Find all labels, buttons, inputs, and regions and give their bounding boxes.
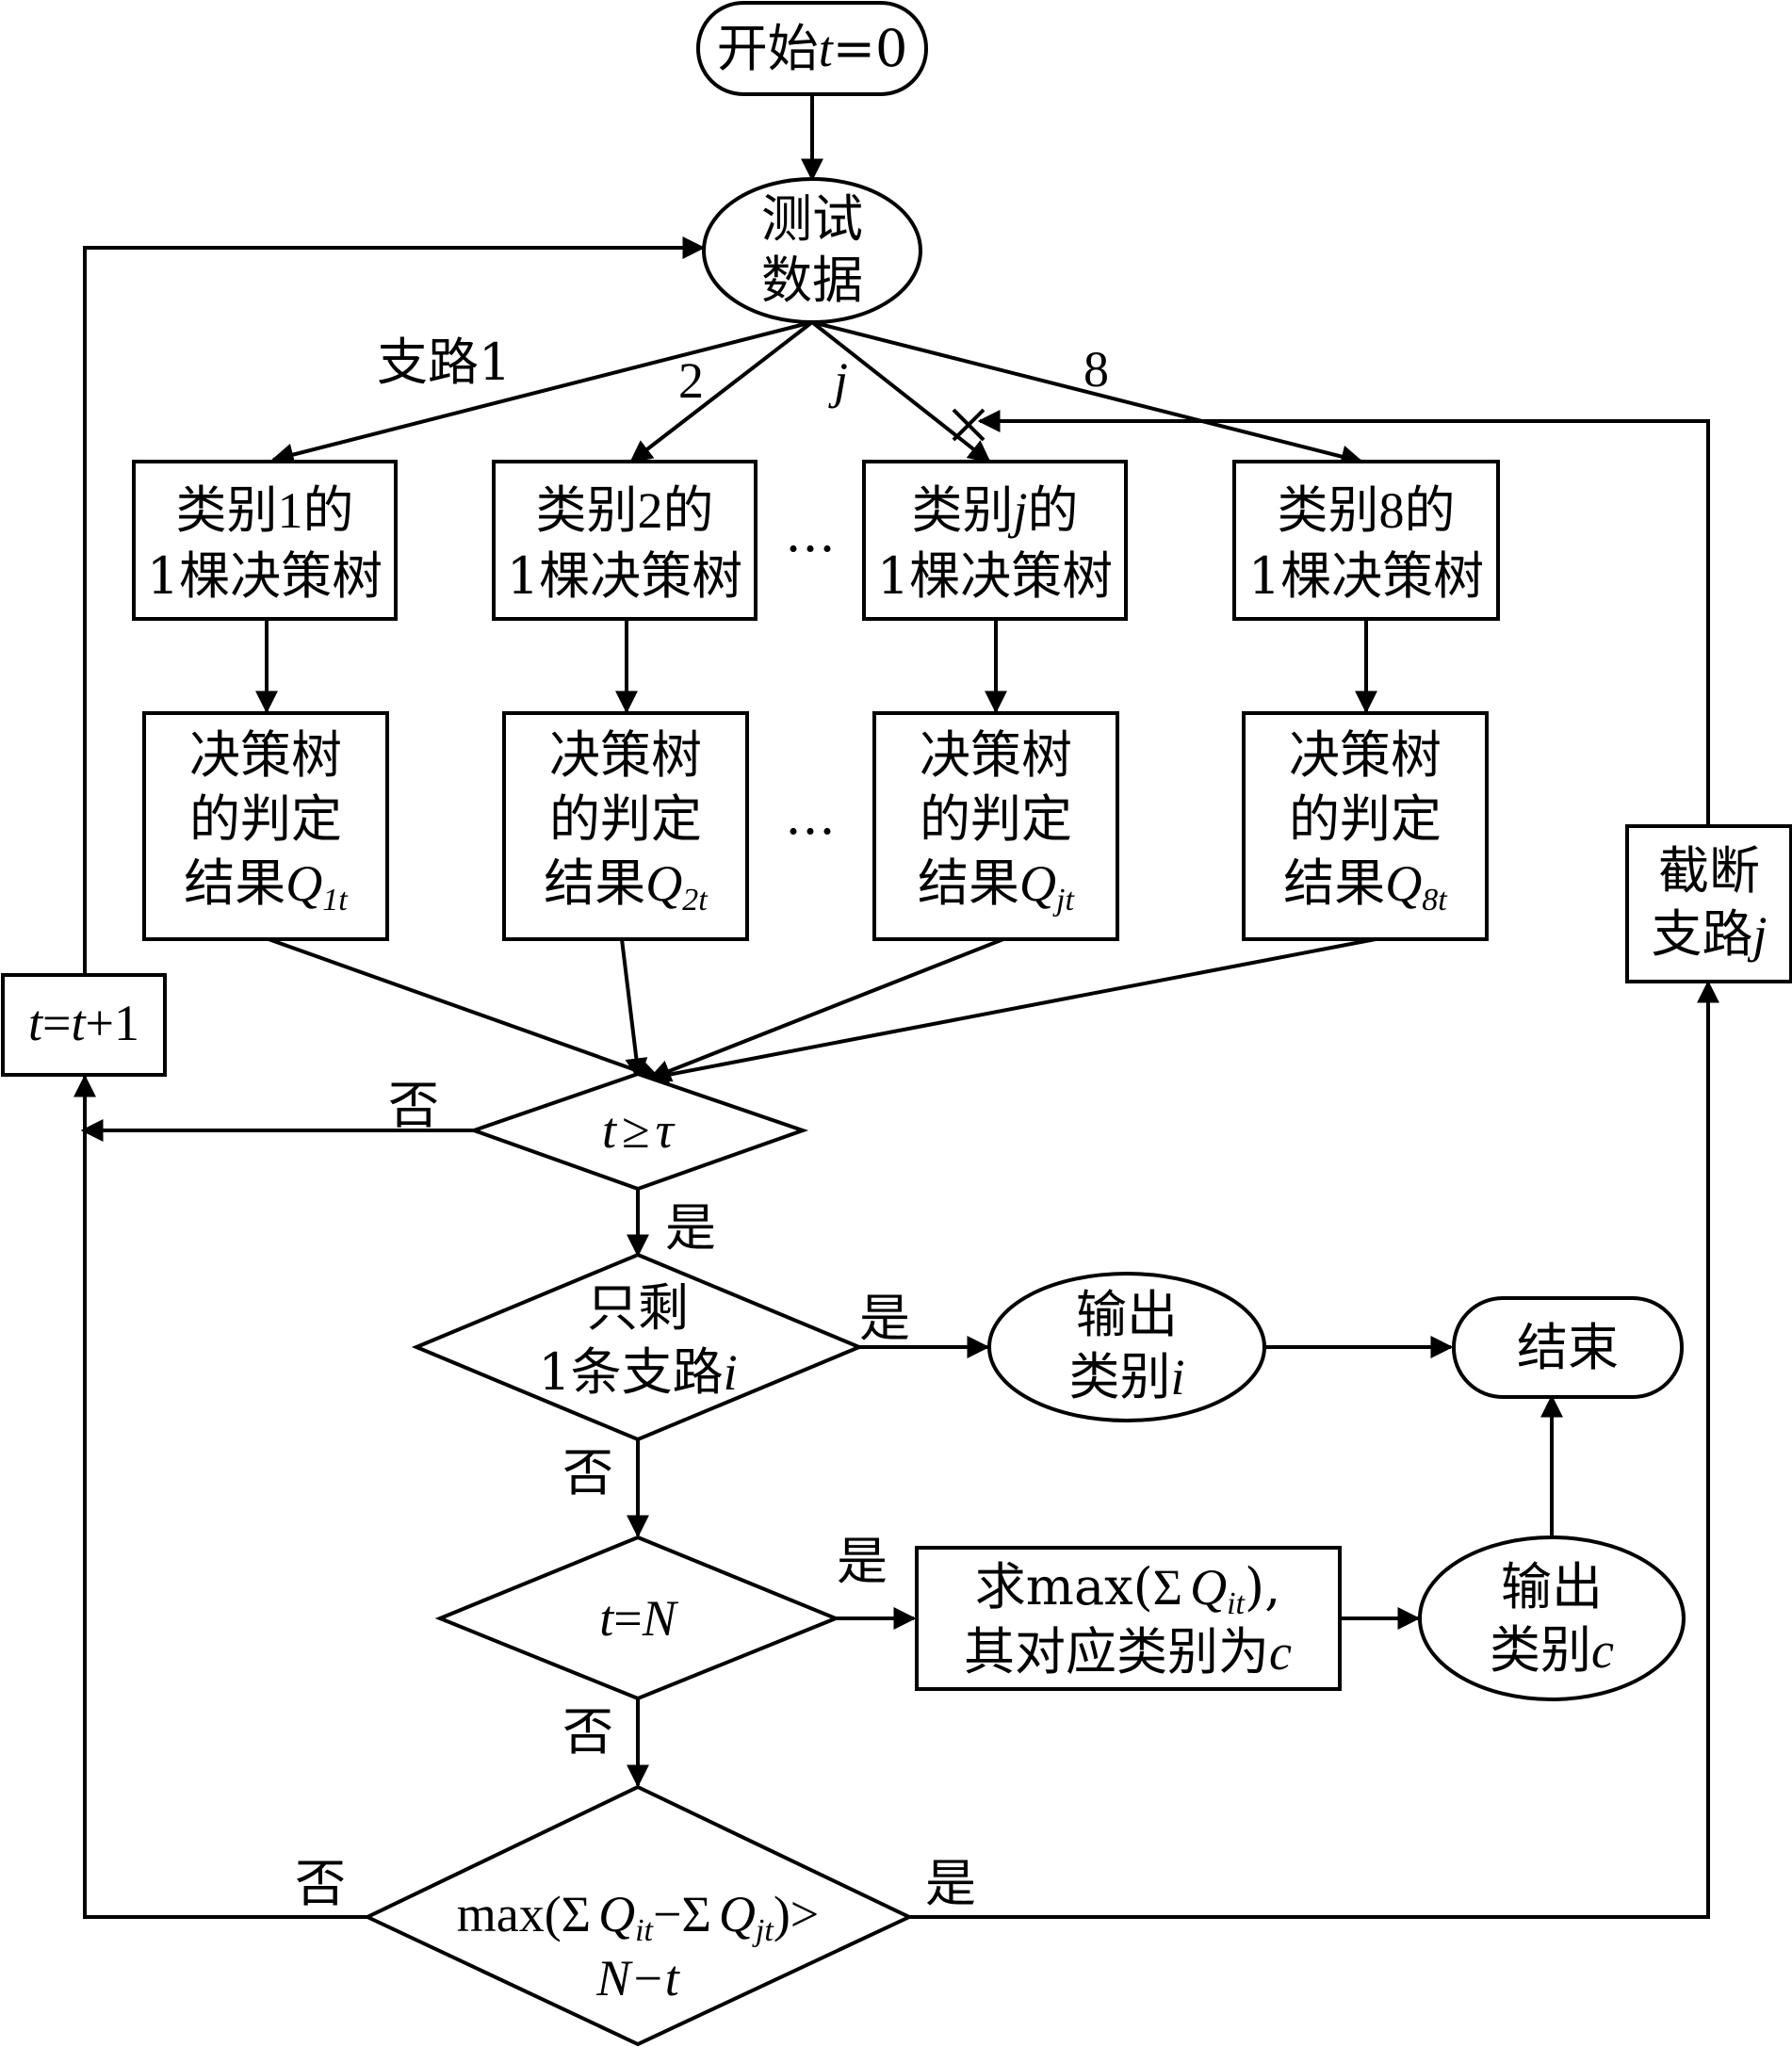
svg-text:决策树: 决策树 (549, 725, 702, 785)
edge-branch-1 (270, 320, 813, 466)
branch-cut-mark (952, 408, 986, 442)
test-data-node: 测试 数据 (702, 177, 922, 324)
label-branch-2: 2 (678, 352, 704, 409)
decision-t-ge-tau: t≥τ (467, 1071, 809, 1192)
svg-text:t≥τ: t≥τ (602, 1102, 676, 1159)
svg-text:输出: 输出 (1501, 1557, 1603, 1616)
edges (73, 94, 1719, 1919)
edge-branch-8 (811, 320, 1364, 468)
label-branch-j: j (828, 352, 848, 409)
svg-text:的判定: 的判定 (1289, 789, 1442, 849)
svg-text:测试: 测试 (761, 189, 863, 249)
edge-result8-to-decision (645, 937, 1377, 1086)
svg-text:类别8的: 类别8的 (1278, 480, 1456, 540)
edge-result2-to-decision (620, 938, 648, 1081)
edge-result1-to-decision (268, 937, 662, 1083)
svg-text:N−t: N−t (595, 1950, 680, 2006)
label-tN-no: 否 (562, 1702, 613, 1762)
svg-text:结束: 结束 (1517, 1318, 1619, 1377)
svg-text:类别j的: 类别j的 (911, 480, 1078, 540)
result-box-8: 决策树 的判定 结果Q8t (1242, 711, 1489, 941)
svg-text:结果Q2t: 结果Q2t (544, 853, 709, 918)
svg-text:1棵决策树: 1棵决策树 (147, 546, 383, 606)
tree-box-2: 类别2的 1棵决策树 (492, 460, 758, 621)
label-margin-no: 否 (295, 1854, 346, 1913)
svg-text:结果Qjt: 结果Qjt (918, 853, 1075, 918)
decision-t-eq-n: t=N (434, 1535, 841, 1701)
svg-text:的判定: 的判定 (549, 789, 702, 849)
edge-margin-yes (909, 980, 1719, 1919)
svg-text:1棵决策树: 1棵决策树 (507, 546, 742, 606)
svg-text:1棵决策树: 1棵决策树 (1248, 546, 1484, 606)
svg-text:其对应类别为c: 其对应类别为c (964, 1622, 1292, 1681)
output-class-i: 输出 类别i (987, 1272, 1266, 1422)
svg-text:输出: 输出 (1076, 1285, 1178, 1344)
label-tau-no: 否 (388, 1076, 439, 1135)
svg-text:类别1的: 类别1的 (176, 480, 354, 540)
svg-text:结果Q1t: 结果Q1t (184, 853, 349, 918)
svg-text:支路j: 支路j (1651, 904, 1767, 964)
label-one-yes: 是 (859, 1289, 910, 1348)
label-tau-yes: 是 (665, 1198, 716, 1258)
edge-branch-j (810, 320, 991, 463)
cut-branch-box: 截断 支路j (1625, 824, 1792, 983)
label-tN-yes: 是 (837, 1532, 888, 1591)
edge-resultj-to-decision (647, 937, 1004, 1082)
tree-box-j: 类别j的 1棵决策树 (862, 460, 1128, 621)
svg-text:的判定: 的判定 (189, 789, 342, 849)
svg-text:数据: 数据 (761, 251, 863, 310)
end-node: 结束 (1452, 1296, 1684, 1399)
edge-branch-2 (629, 320, 814, 463)
svg-text:1棵决策树: 1棵决策树 (877, 546, 1113, 606)
svg-text:类别i: 类别i (1068, 1347, 1184, 1406)
increment-box: t=t+1 (1, 973, 167, 1077)
result-box-j: 决策树 的判定 结果Qjt (872, 711, 1119, 941)
edge-increment-loop (83, 236, 706, 975)
edge-margin-no-loop (73, 1074, 370, 1919)
output-class-c: 输出 类别c (1418, 1535, 1686, 1701)
svg-text:类别c: 类别c (1490, 1620, 1614, 1680)
svg-text:只剩: 只剩 (587, 1278, 689, 1338)
svg-text:结果Q8t: 结果Q8t (1283, 853, 1448, 918)
edge-labels: 支路1 2 j 8 否 是 是 否 是 否 否 是 (295, 333, 1109, 1913)
svg-text:1条支路i: 1条支路i (538, 1342, 737, 1402)
svg-text:截断: 截断 (1658, 841, 1760, 901)
svg-text:类别2的: 类别2的 (536, 480, 714, 540)
start-node: 开始t=0 (696, 1, 928, 96)
svg-text:决策树: 决策树 (920, 725, 1072, 785)
tree-box-8: 类别8的 1棵决策树 (1232, 460, 1500, 621)
svg-text:的判定: 的判定 (920, 789, 1072, 849)
svg-text:决策树: 决策树 (1289, 725, 1442, 785)
label-branch-1: 支路1 (377, 333, 511, 392)
label-branch-8: 8 (1083, 341, 1109, 398)
label-margin-yes: 是 (925, 1854, 976, 1913)
svg-text:t=t+1: t=t+1 (28, 995, 139, 1051)
result-box-1: 决策树 的判定 结果Q1t (142, 711, 389, 941)
label-one-no: 否 (562, 1443, 613, 1503)
svg-text:t=N: t=N (599, 1590, 678, 1647)
edge-cut-loop (977, 410, 1710, 826)
decision-one-branch: 只剩 1条支路i (411, 1252, 865, 1442)
ellipsis-trees: … (785, 504, 836, 563)
svg-text:开始t=0: 开始t=0 (717, 19, 908, 78)
result-box-2: 决策树 的判定 结果Q2t (502, 711, 749, 941)
ellipsis-results: … (785, 787, 836, 846)
svg-text:决策树: 决策树 (189, 725, 342, 785)
tree-box-1: 类别1的 1棵决策树 (132, 460, 398, 621)
